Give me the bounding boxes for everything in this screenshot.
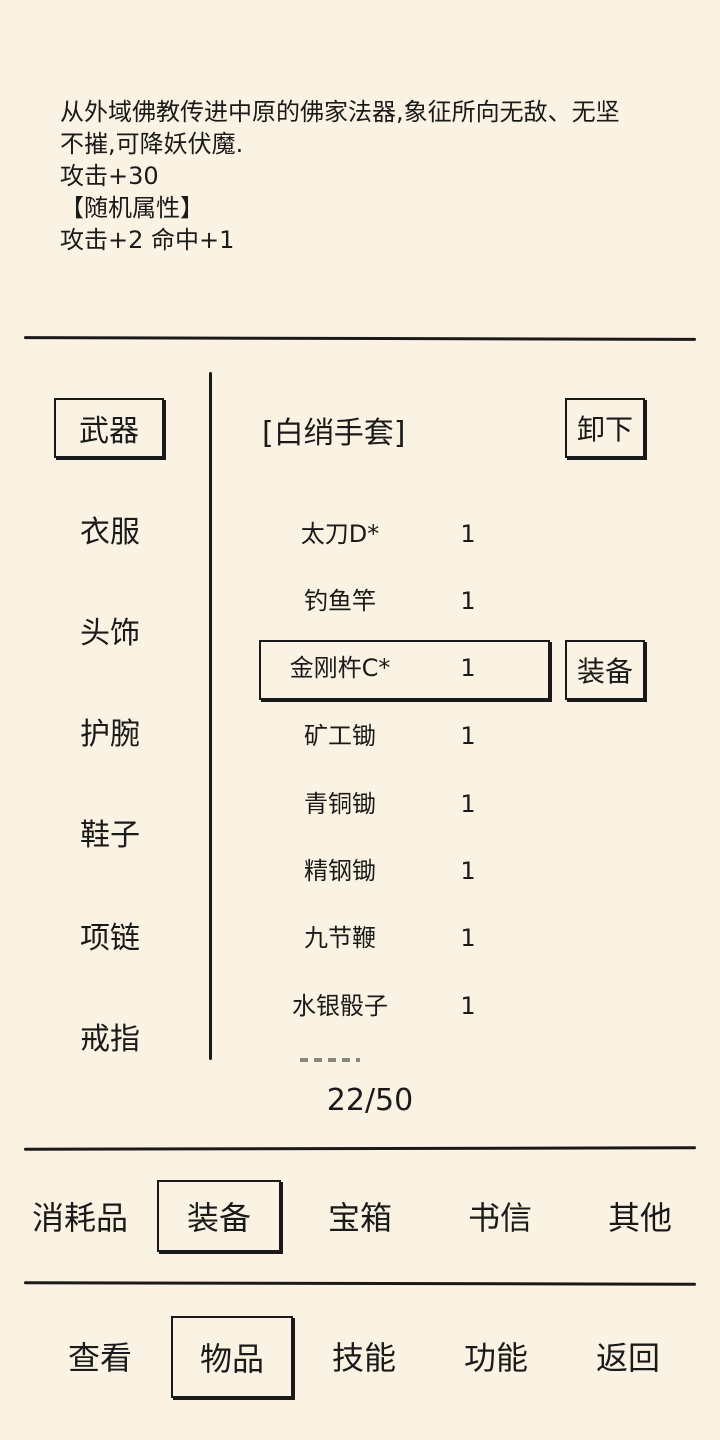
item-name: 太刀D* (300, 520, 380, 548)
category-label: 戒指 (80, 1022, 140, 1057)
item-name: 精钢锄 (304, 857, 376, 885)
tab-back[interactable]: 返回 (563, 1326, 693, 1386)
item-name: 钓鱼竿 (304, 587, 376, 615)
item-quantity: 1 (460, 587, 476, 615)
description-line: 攻击+2 命中+1 (60, 226, 235, 254)
inventory-counter: 22/50 (326, 1083, 414, 1118)
item-quantity: 1 (460, 722, 476, 750)
category-label: 武器 (79, 414, 139, 449)
list-item[interactable]: 青铜锄 1 (0, 784, 720, 824)
tab-other[interactable]: 其他 (575, 1186, 705, 1246)
unequip-label: 卸下 (576, 413, 633, 446)
category-label: 护腕 (80, 717, 140, 752)
description-line: 从外域佛教传进中原的佛家法器,象征所向无敌、无坚 (60, 98, 620, 126)
category-selected-frame: 武器 (54, 398, 164, 458)
item-quantity: 1 (460, 790, 476, 818)
unequip-button[interactable]: 卸下 (565, 398, 645, 458)
description-line: 【随机属性】 (60, 194, 204, 222)
item-name: 九节鞭 (304, 924, 376, 952)
list-item[interactable]: 九节鞭 1 (0, 918, 720, 958)
tab-label: 返回 (595, 1339, 660, 1377)
tab-label: 装备 (186, 1199, 251, 1237)
item-name: 青铜锄 (304, 790, 376, 818)
tab-label: 技能 (331, 1339, 396, 1377)
category-label: 鞋子 (80, 818, 140, 853)
tab-chests[interactable]: 宝箱 (295, 1186, 425, 1246)
tab-label: 物品 (199, 1340, 264, 1378)
equip-label: 装备 (576, 655, 633, 688)
item-name: 金刚杵C* (289, 654, 391, 682)
category-bracers[interactable]: 护腕 (0, 701, 220, 761)
item-quantity: 1 (460, 924, 476, 952)
list-item[interactable]: 钓鱼竿 1 (0, 581, 720, 621)
tab-label: 其他 (607, 1199, 672, 1237)
tab-label: 功能 (463, 1339, 528, 1377)
category-shoes[interactable]: 鞋子 (0, 802, 220, 862)
item-quantity: 1 (460, 520, 476, 548)
category-ring[interactable]: 戒指 (0, 1006, 220, 1066)
tab-label: 查看 (67, 1339, 132, 1377)
equipped-item-label: [白绡手套] (262, 416, 406, 451)
item-name: 矿工锄 (304, 722, 376, 750)
category-label: 头饰 (80, 616, 140, 651)
list-item[interactable]: 水银骰子 1 (0, 986, 720, 1026)
divider-vertical (209, 372, 212, 1060)
tab-label: 消耗品 (31, 1199, 128, 1237)
divider-top (23, 336, 697, 341)
category-necklace[interactable]: 项链 (0, 905, 220, 965)
description-line: 攻击+30 (60, 162, 159, 190)
tab-functions[interactable]: 功能 (431, 1326, 561, 1386)
description-line: 不摧,可降妖伏魔. (60, 130, 244, 158)
tab-view[interactable]: 查看 (35, 1326, 165, 1386)
tab-consumables[interactable]: 消耗品 (15, 1186, 145, 1246)
tab-label: 宝箱 (327, 1199, 392, 1237)
item-quantity: 1 (460, 654, 476, 682)
category-label: 项链 (80, 921, 140, 956)
category-headwear[interactable]: 头饰 (0, 600, 220, 660)
list-overflow-hint (300, 1058, 360, 1064)
tab-label: 书信 (467, 1199, 532, 1237)
selected-item-frame (259, 640, 550, 700)
tab-letters[interactable]: 书信 (435, 1186, 565, 1246)
equip-button[interactable]: 装备 (565, 640, 645, 700)
category-label: 衣服 (80, 515, 140, 550)
list-item[interactable]: 矿工锄 1 (0, 716, 720, 756)
list-item[interactable]: 太刀D* 1 (0, 514, 720, 554)
list-item-selected[interactable]: 金刚杵C* 1 (0, 648, 720, 688)
category-clothes[interactable]: 衣服 (0, 499, 220, 559)
divider-middle (23, 1146, 697, 1151)
item-name: 水银骰子 (292, 992, 388, 1020)
tab-skills[interactable]: 技能 (299, 1326, 429, 1386)
item-quantity: 1 (460, 992, 476, 1020)
item-quantity: 1 (460, 857, 476, 885)
divider-bottom (23, 1281, 697, 1286)
list-item[interactable]: 精钢锄 1 (0, 851, 720, 891)
tab-items[interactable]: 物品 (171, 1316, 293, 1398)
tab-equipment[interactable]: 装备 (157, 1180, 281, 1252)
category-weapon[interactable]: 武器 (0, 398, 220, 458)
item-description: 从外域佛教传进中原的佛家法器,象征所向无敌、无坚 不摧,可降妖伏魔. 攻击+30… (60, 96, 660, 256)
